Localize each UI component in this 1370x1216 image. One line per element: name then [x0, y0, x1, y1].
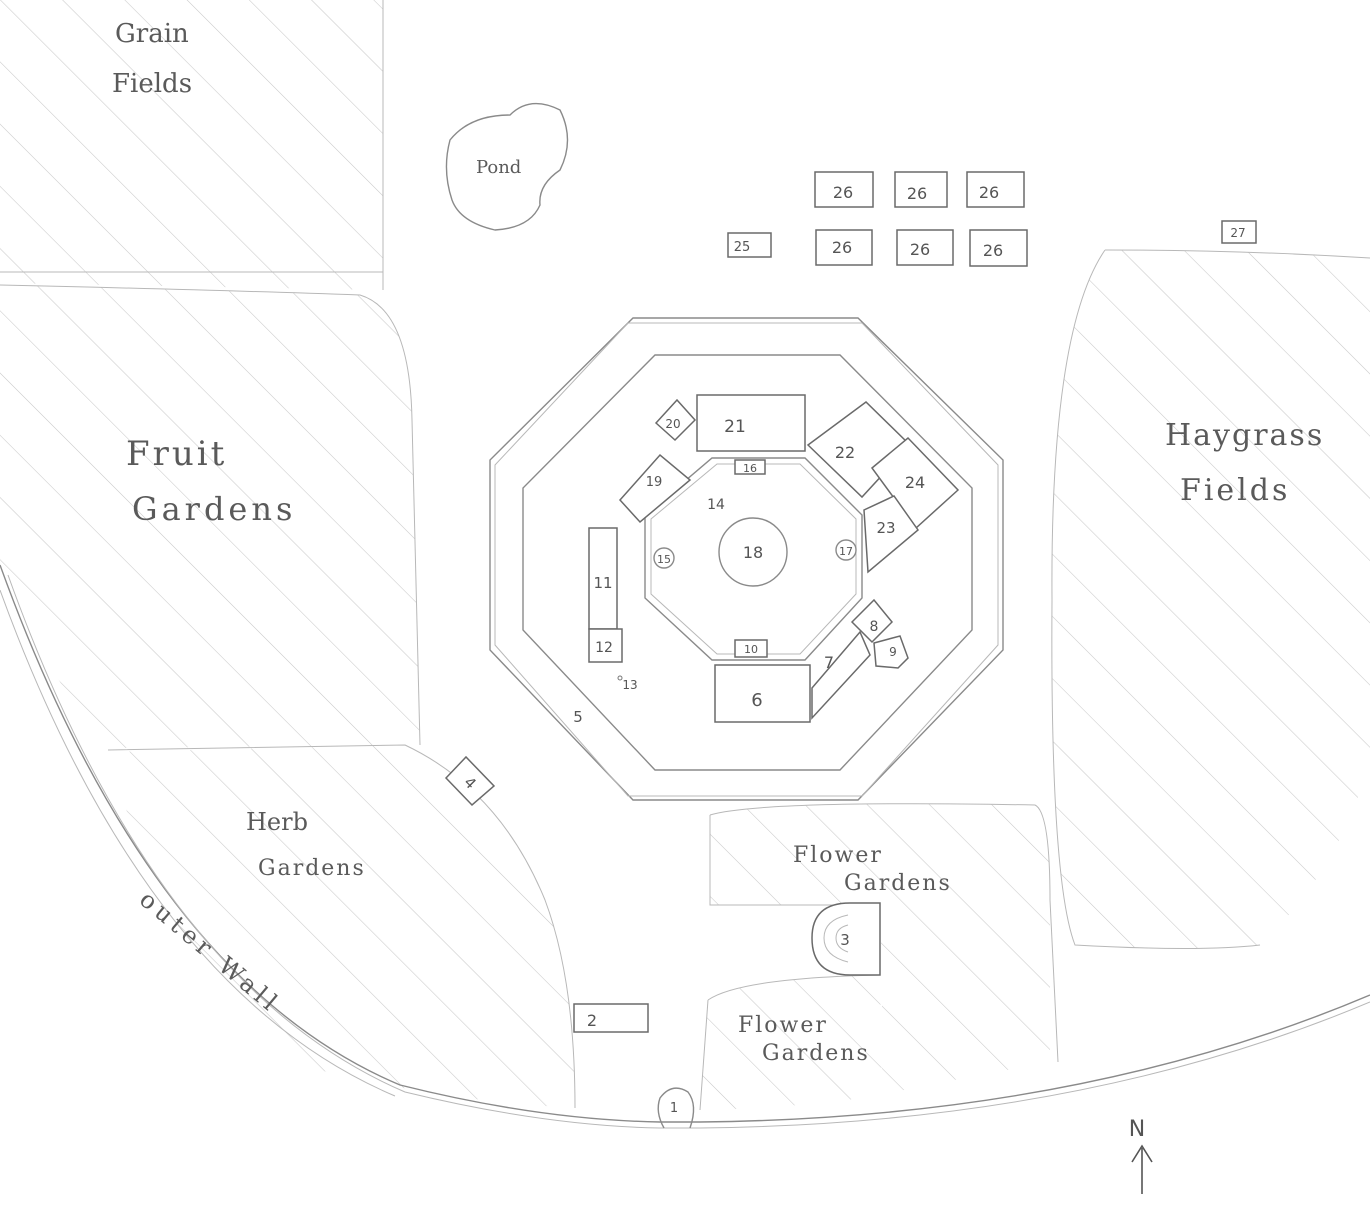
grain-fields-area [0, 0, 384, 290]
building-19-shape [618, 453, 692, 524]
num-2: 2 [587, 1011, 597, 1030]
flower-gardens-upper-label-2: Gardens [844, 871, 952, 896]
building-26a-rect [814, 171, 874, 208]
herb-gardens-area [107, 744, 576, 1109]
outer-octagon [489, 317, 1004, 801]
building-13-dot [617, 675, 623, 681]
num-22: 22 [835, 443, 855, 462]
building-12-rect [588, 628, 623, 663]
num-1: 1 [670, 1101, 678, 1116]
haygrass-fields-area [1051, 249, 1370, 949]
flower-gardens-upper-label-1: Flower [793, 843, 883, 868]
num-7: 7 [824, 653, 834, 672]
building-21-rect [696, 394, 806, 452]
num-26f: 26 [983, 241, 1003, 260]
building-23-shape [863, 495, 920, 574]
courtyard-octagon [522, 354, 973, 771]
building-26f-rect [969, 229, 1028, 267]
num-11: 11 [593, 574, 612, 592]
num-13: 13 [622, 678, 637, 692]
num-19: 19 [646, 475, 663, 490]
num-27: 27 [1230, 226, 1245, 240]
outbuildings [444, 171, 1257, 1129]
herb-gardens-label-2: Gardens [258, 856, 366, 881]
grain-fields-label-2: Fields [112, 69, 192, 99]
flower-gardens-lower-area [699, 974, 882, 1111]
building-26c-rect [966, 171, 1025, 208]
fruit-gardens-label-1: Fruit [126, 434, 227, 474]
building-26e-rect [896, 229, 954, 266]
flower-gardens-lower-label-1: Flower [738, 1013, 828, 1038]
north-label: N [1129, 1117, 1145, 1142]
haygrass-fields-label-1: Haygrass [1165, 418, 1324, 453]
building-16-rect [734, 459, 766, 475]
building-11-rect [588, 527, 618, 630]
building-18-circle [718, 517, 788, 587]
num-26e: 26 [910, 240, 930, 259]
haygrass-fields-label-2: Fields [1180, 473, 1290, 508]
num-14: 14 [707, 497, 725, 513]
building-6-rect [714, 664, 811, 723]
building-7-shape [811, 630, 871, 720]
building-3-shape [811, 902, 881, 976]
building-17-circle [835, 539, 857, 561]
pond-shape [445, 102, 569, 231]
building-2-rect [573, 1003, 649, 1033]
grain-fields-label-1: Grain [115, 19, 189, 49]
fruit-gardens-area [0, 284, 421, 748]
herb-gardens-label-1: Herb [246, 808, 308, 836]
num-25: 25 [734, 240, 751, 255]
building-9-shape [873, 635, 909, 669]
fruit-gardens-label-2: Gardens [132, 490, 296, 528]
num-5: 5 [573, 708, 583, 726]
num-26a: 26 [833, 183, 853, 202]
num-23: 23 [876, 519, 895, 537]
building-20-shape [654, 398, 697, 442]
num-15: 15 [657, 553, 671, 566]
num-21: 21 [724, 417, 746, 437]
building-26d-rect [815, 229, 873, 266]
gate-1-shape [657, 1087, 695, 1129]
num-8: 8 [870, 619, 879, 635]
num-6: 6 [751, 690, 762, 711]
num-18: 18 [743, 543, 763, 562]
num-26b: 26 [907, 184, 927, 203]
building-10-rect [734, 639, 768, 658]
north-arrow [1131, 1144, 1153, 1194]
building-25-rect [727, 232, 772, 258]
num-26d: 26 [832, 238, 852, 257]
num-20: 20 [665, 417, 680, 431]
inner-octagon [644, 457, 863, 661]
num-16: 16 [743, 462, 757, 475]
building-26b-rect [894, 171, 948, 208]
pond-label: Pond [476, 157, 521, 178]
building-8-shape [850, 598, 894, 644]
building-27-rect [1221, 220, 1257, 244]
building-4-shape [444, 755, 496, 807]
num-12: 12 [595, 640, 613, 656]
building-15-circle [653, 547, 675, 569]
num-24: 24 [905, 473, 925, 492]
compound [489, 317, 1004, 801]
outer-wall [0, 564, 1370, 1129]
num-26c: 26 [979, 183, 999, 202]
num-17: 17 [839, 545, 853, 558]
num-10: 10 [744, 643, 758, 656]
num-9: 9 [889, 645, 897, 659]
flower-gardens-lower-label-2: Gardens [762, 1041, 870, 1066]
num-3: 3 [840, 931, 850, 949]
